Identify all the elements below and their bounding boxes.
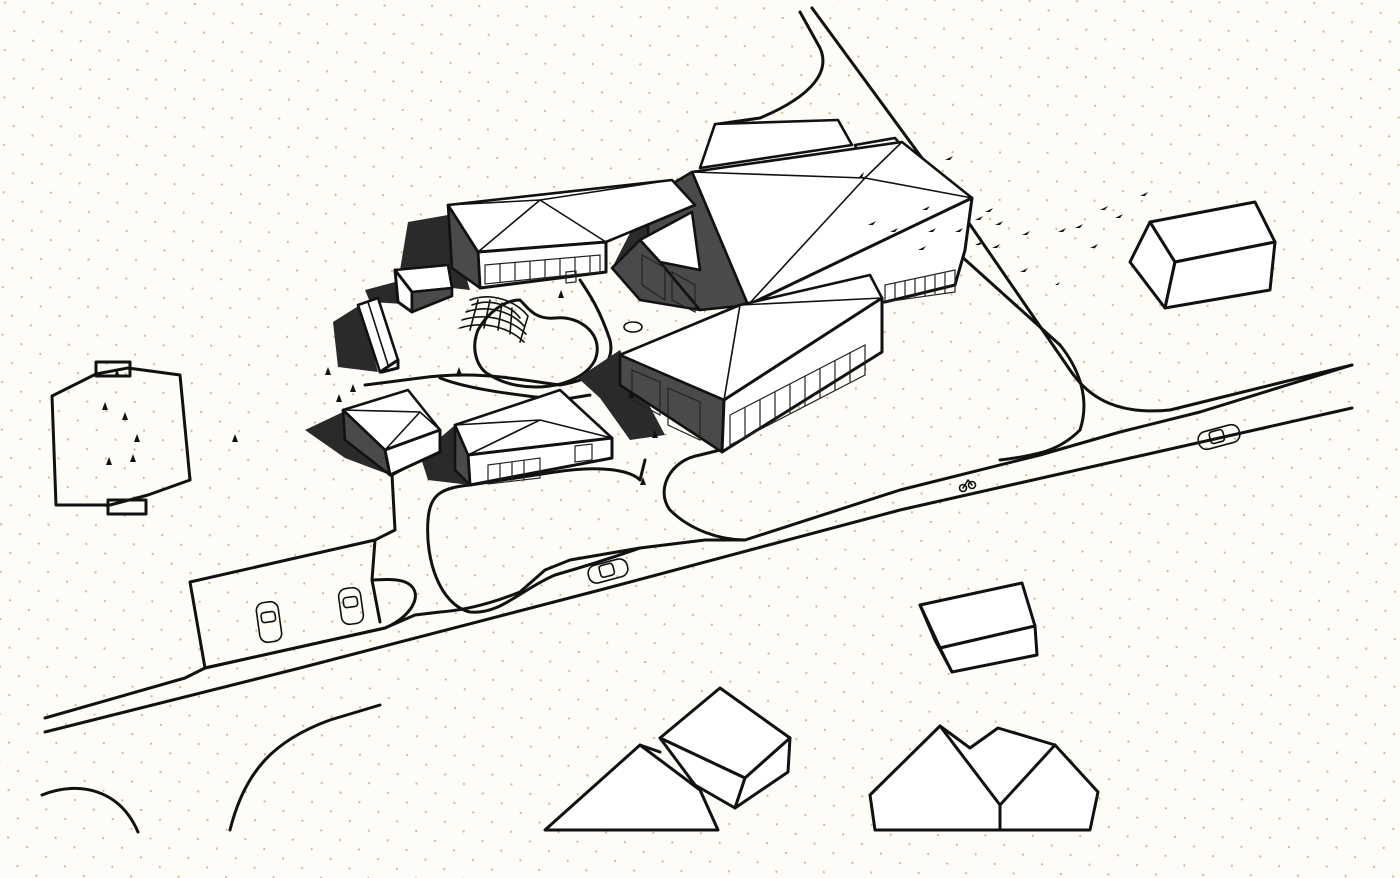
parking-outline — [188, 538, 417, 670]
bicycle — [958, 479, 977, 493]
left-play-field — [50, 360, 192, 516]
field-goal-bottom — [106, 498, 148, 516]
lower-right-windows — [631, 344, 866, 446]
middle-connector-building — [610, 210, 702, 313]
house-top-right — [1128, 200, 1277, 310]
bottom-left-pavilion-2 — [453, 388, 614, 487]
people — [102, 290, 658, 485]
back-wing-roof — [698, 118, 854, 170]
small-left-pavilions — [356, 263, 454, 374]
main-building-windows — [884, 269, 956, 303]
front-garden-path — [426, 458, 647, 614]
courtyard-steps-ring — [469, 296, 529, 343]
amphitheater-steps — [459, 299, 527, 343]
house-bottom-center — [543, 686, 792, 832]
fountain — [623, 321, 643, 333]
side-road-left-edge — [716, 10, 825, 126]
courtyard-kidney — [473, 298, 599, 389]
parked-car-2 — [337, 586, 365, 626]
side-road-inner-edge — [958, 253, 1062, 347]
road-car-right — [1197, 423, 1241, 451]
field-goal-top — [94, 360, 132, 378]
bottom-pavilion-windows — [487, 443, 593, 485]
connector-windows — [641, 253, 696, 313]
main-road-lower-edge — [43, 406, 1354, 734]
birds-flock — [858, 156, 1151, 285]
house-middle-right — [918, 581, 1039, 674]
roads — [40, 6, 1354, 834]
main-road-upper-edge — [43, 363, 1354, 720]
top-left-wing — [446, 178, 697, 290]
bottom-left-pavilion-1 — [341, 388, 442, 477]
lower-left-curve-road — [228, 703, 382, 832]
road-car-center — [587, 558, 629, 584]
main-building-large — [646, 118, 974, 312]
inner-loop-right — [662, 448, 747, 542]
lower-right-building — [618, 273, 884, 454]
site-boundary-right — [998, 343, 1086, 462]
far-left-curve — [40, 787, 140, 834]
house-bottom-right — [868, 724, 1100, 832]
side-road-right-edge — [810, 6, 1354, 413]
top-left-wing-windows — [484, 254, 601, 285]
field-outline — [50, 366, 192, 507]
parked-car-1 — [255, 600, 283, 644]
